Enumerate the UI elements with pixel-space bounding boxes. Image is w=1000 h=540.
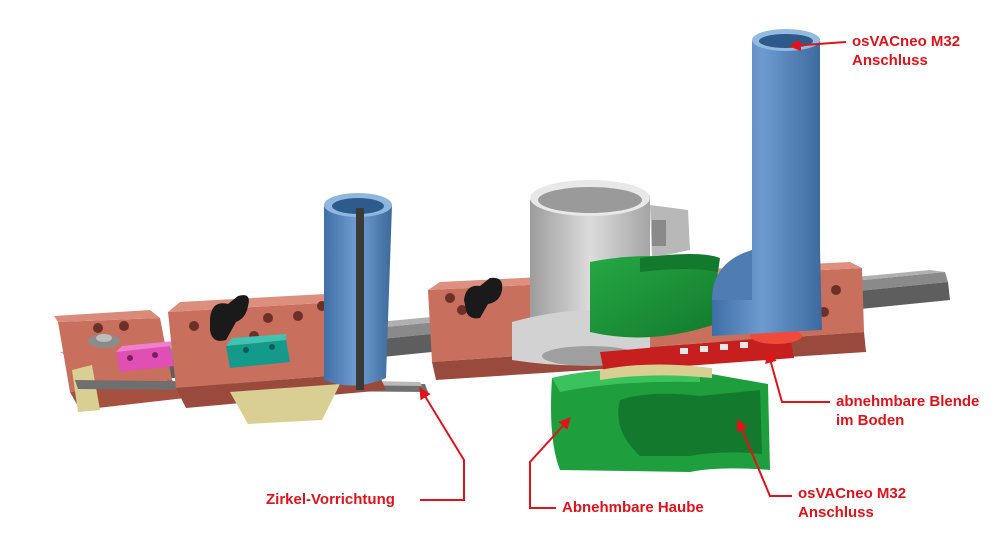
clamp-knob-right [464,277,503,319]
removable-hood [551,364,770,472]
leader-haube [529,417,571,509]
leader-blende [765,350,830,403]
callout-haube: Abnehmbare Haube [562,498,704,517]
callout-blende-line2: im Boden [836,412,905,429]
m32-vacuum-connector [712,29,822,336]
leader-top-connector [788,39,847,52]
pink-clamp [116,341,174,372]
callout-zirkel: Zirkel-Vorrichtung [266,490,395,509]
callout-top-connector-line1: osVACneo M32 [852,33,961,50]
callout-blende: abnehmbare Blende im Boden [836,392,979,430]
green-hood-mounted [590,254,720,338]
left-vacuum-tube [324,193,392,390]
callout-top-connector: osVACneo M32 Anschluss [852,32,960,70]
teal-clamp [226,334,290,368]
left-end-block [54,310,185,412]
callout-bottom-connector: osVACneo M32 Anschluss [798,484,906,522]
leader-zirkel [419,386,465,501]
clamp-knob-left [210,295,249,341]
callout-top-connector-line2: Anschluss [852,52,928,69]
callout-haube-line1: Abnehmbare Haube [562,499,704,516]
callout-bottom-connector-line2: Anschluss [798,504,874,521]
leader-bottom-connector [736,418,792,497]
callout-bottom-connector-line1: osVACneo M32 [798,485,907,502]
callout-blende-line1: abnehmbare Blende [836,393,980,410]
callout-zirkel-line1: Zirkel-Vorrichtung [266,491,395,508]
callout-leader-lines [419,39,847,509]
